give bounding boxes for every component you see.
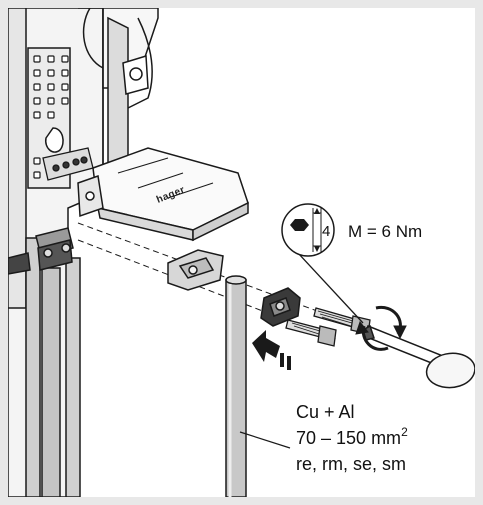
terminal-clamp bbox=[260, 287, 301, 327]
hex-size-label: 4 bbox=[322, 223, 330, 240]
insert-arrow-icon bbox=[252, 330, 291, 370]
cable-material-label: Cu + Al bbox=[296, 402, 355, 422]
clamp-holder bbox=[167, 249, 224, 291]
cable-types-label: re, rm, se, sm bbox=[296, 454, 406, 474]
installation-diagram: hager bbox=[8, 8, 475, 497]
cable-cross-section-label: 70 – 150 mm2 bbox=[296, 425, 408, 448]
torque-label: M = 6 Nm bbox=[348, 222, 422, 241]
diagram-canvas: hager bbox=[8, 8, 475, 497]
torque-callout bbox=[281, 203, 364, 324]
cross-section-value: 70 – 150 mm bbox=[296, 428, 401, 448]
installed-cables bbox=[8, 227, 81, 497]
cable-new bbox=[225, 275, 247, 497]
perforation-holes bbox=[33, 55, 69, 179]
cross-section-unit-exponent: 2 bbox=[401, 425, 408, 439]
rotate-icon bbox=[355, 305, 407, 351]
screwdriver bbox=[362, 324, 475, 389]
hager-cover bbox=[77, 147, 249, 242]
spec-leader-line bbox=[239, 431, 291, 449]
hex-key-icon bbox=[290, 219, 309, 231]
